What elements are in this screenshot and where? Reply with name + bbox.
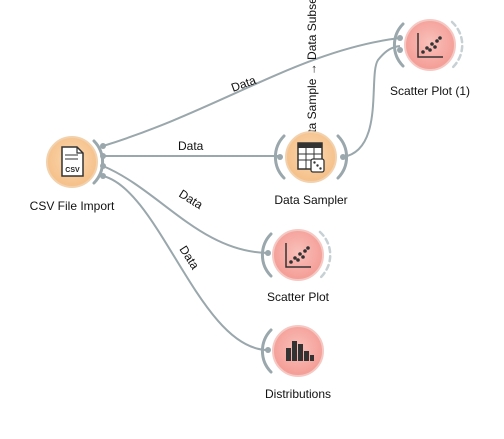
link-label-csv-to-scatter-plot: Data: [176, 187, 205, 212]
node-label-csv-file-import: CSV File Import: [29, 199, 115, 213]
node-distributions[interactable]: [260, 325, 324, 377]
link-csv-to-distributions[interactable]: [102, 175, 269, 351]
scatter-plot-icon: [285, 243, 311, 268]
node-label-scatter-plot: Scatter Plot: [266, 290, 330, 304]
link-data-sampler-to-scatter-plot-1[interactable]: [342, 45, 401, 158]
link-csv-to-scatter-plot-1[interactable]: [102, 37, 401, 147]
link-csv-to-scatter-plot[interactable]: [102, 165, 269, 254]
node-data-sampler[interactable]: [273, 131, 349, 183]
node-scatter-plot[interactable]: [260, 229, 332, 281]
histogram-icon: [286, 341, 314, 361]
link-label-csv-to-data-sampler: Data: [178, 139, 204, 153]
node-csv-file-import[interactable]: CSV: [46, 136, 106, 188]
link-label-csv-to-scatter-plot-1: Data: [229, 73, 258, 95]
node-label-distributions: Distributions: [264, 387, 332, 401]
csv-icon-text: CSV: [65, 167, 80, 174]
node-label-data-sampler: Data Sampler: [274, 193, 348, 207]
table-dice-icon: [297, 142, 325, 173]
link-label-sampler-to-scatter-plot-1: Data Sample → Data Subset: [305, 0, 319, 148]
node-label-scatter-plot-1: Scatter Plot (1): [389, 84, 471, 98]
scatter-plot-icon: [417, 33, 443, 58]
node-scatter-plot-1[interactable]: [392, 19, 464, 71]
csv-file-icon: CSV: [61, 146, 84, 177]
